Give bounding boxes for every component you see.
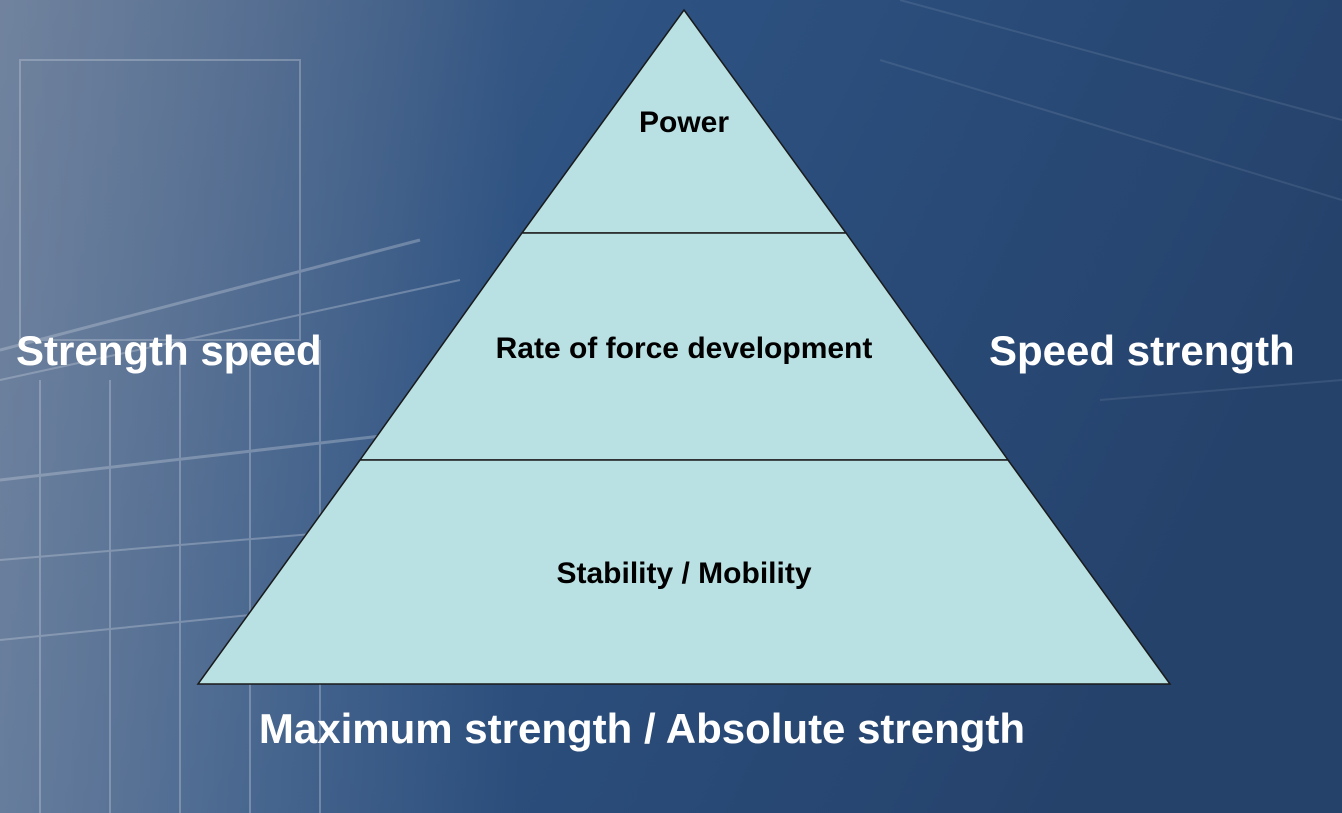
right-structure [879,0,1342,401]
pyramid-label-rate-of-force: Rate of force development [495,332,873,365]
pyramid-label-power: Power [638,106,730,139]
bottom-label: Maximum strength / Absolute strength [258,705,1026,752]
pyramid-label-stability-mobility: Stability / Mobility [556,557,812,590]
pyramid-level-bottom [196,459,1172,685]
right-side-label: Speed strength [989,327,1295,374]
left-side-label: Strength speed [16,327,322,374]
